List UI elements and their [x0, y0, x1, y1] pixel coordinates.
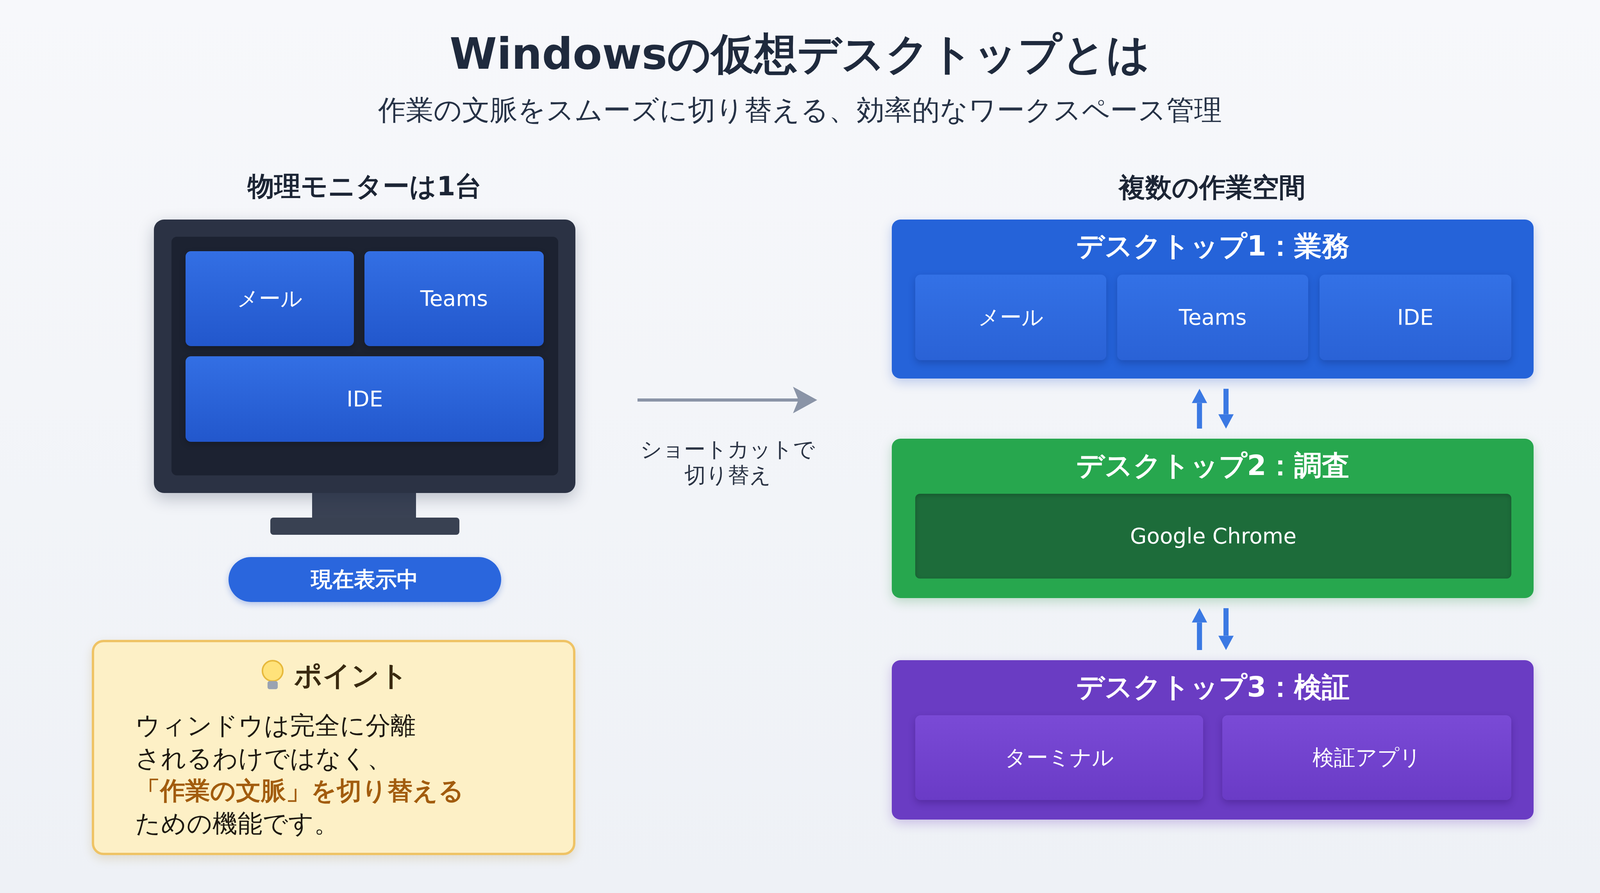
text-stack: IDE	[1397, 303, 1434, 331]
text-stack: Teams	[1178, 303, 1247, 331]
desktop-panel: デスクトップ2：調査 Google Chrome	[891, 438, 1534, 599]
bulb-icon	[259, 658, 286, 694]
bulb-base	[267, 680, 278, 690]
connector-shaft	[1196, 622, 1202, 650]
bulb-glass	[262, 660, 283, 681]
monitor-neck	[312, 491, 417, 519]
connector-head	[1191, 388, 1208, 404]
box-text: Teams	[1178, 303, 1247, 331]
note-body: ウィンドウは完全に分離 されるわけではなく、	[135, 709, 432, 775]
window-box: IDE	[185, 356, 544, 442]
arrow-head	[792, 386, 818, 414]
app-box: Google Chrome	[915, 493, 1512, 579]
note-title: ポイント	[294, 659, 409, 693]
window-box: Teams	[364, 251, 545, 347]
monitor-heading: 物理モニターは1台	[92, 170, 637, 203]
swap-connector	[1191, 388, 1234, 429]
box-text: メール	[237, 285, 303, 313]
text-stack: Teams	[420, 285, 489, 313]
connector-shaft	[1223, 388, 1229, 415]
note-box: ポイントウィンドウは完全に分離 されるわけではなく、「作業の文脈」を切り替えるた…	[91, 639, 576, 856]
text-stack: ターミナル	[1004, 744, 1114, 772]
note-header: ポイント	[94, 658, 574, 694]
arrow-shaft	[637, 398, 805, 402]
desktop-title: デスクトップ3：検証	[891, 669, 1534, 706]
desktop-title: デスクトップ1：業務	[891, 228, 1534, 265]
connector-shaft	[1223, 608, 1229, 636]
box-text: ターミナル	[1004, 744, 1114, 772]
note-body: 「作業の文脈」を切り替える	[135, 774, 465, 808]
app-box: ターミナル	[915, 715, 1204, 800]
connector-head	[1218, 635, 1234, 650]
text-stack: 現在表示中	[310, 566, 419, 593]
box-text: Google Chrome	[1130, 522, 1297, 550]
monitor-frame: 物理モニターは1台メールTeamsIDE	[153, 219, 576, 493]
box-text: IDE	[1397, 303, 1434, 331]
box-text: IDE	[346, 385, 383, 413]
subtitle: 作業の文脈をスムーズに切り替える、効率的なワークスペース管理	[0, 93, 1600, 127]
text-stack: IDE	[346, 385, 383, 413]
monitor-base	[270, 517, 460, 535]
box-text: メール	[978, 303, 1044, 331]
desktop-panel: デスクトップ3：検証ターミナル 検証アプリ	[891, 660, 1534, 820]
window-box: メール	[185, 251, 354, 347]
text-stack: 検証アプリ	[1312, 744, 1422, 772]
box-text: 検証アプリ	[1312, 744, 1422, 772]
connector-head	[1191, 608, 1208, 623]
app-box: IDE	[1319, 274, 1512, 361]
desktop-title: デスクトップ2：調査	[891, 448, 1534, 484]
note-body: ための機能です。	[135, 807, 340, 841]
app-box: メール	[915, 274, 1106, 361]
app-box: 検証アプリ	[1222, 715, 1511, 800]
text-stack: メール	[978, 303, 1044, 331]
connector-head	[1218, 414, 1234, 429]
group-heading: 複数の作業空間	[1008, 171, 1417, 204]
box-text: Teams	[420, 285, 489, 313]
app-box: Teams	[1117, 274, 1308, 361]
diagram-title: Windowsの仮想デスクトップとは	[0, 28, 1600, 81]
pill-text: 現在表示中	[310, 566, 419, 593]
status-pill: 現在表示中	[228, 557, 501, 602]
arrow-label: ショートカットで 切り替え	[635, 436, 820, 489]
desktop-panel: デスクトップ1：業務メール Teams IDE	[891, 219, 1534, 379]
swap-connector	[1191, 608, 1234, 650]
connector-shaft	[1196, 403, 1202, 429]
text-stack: メール	[237, 285, 303, 313]
text-stack: Google Chrome	[1130, 522, 1297, 550]
